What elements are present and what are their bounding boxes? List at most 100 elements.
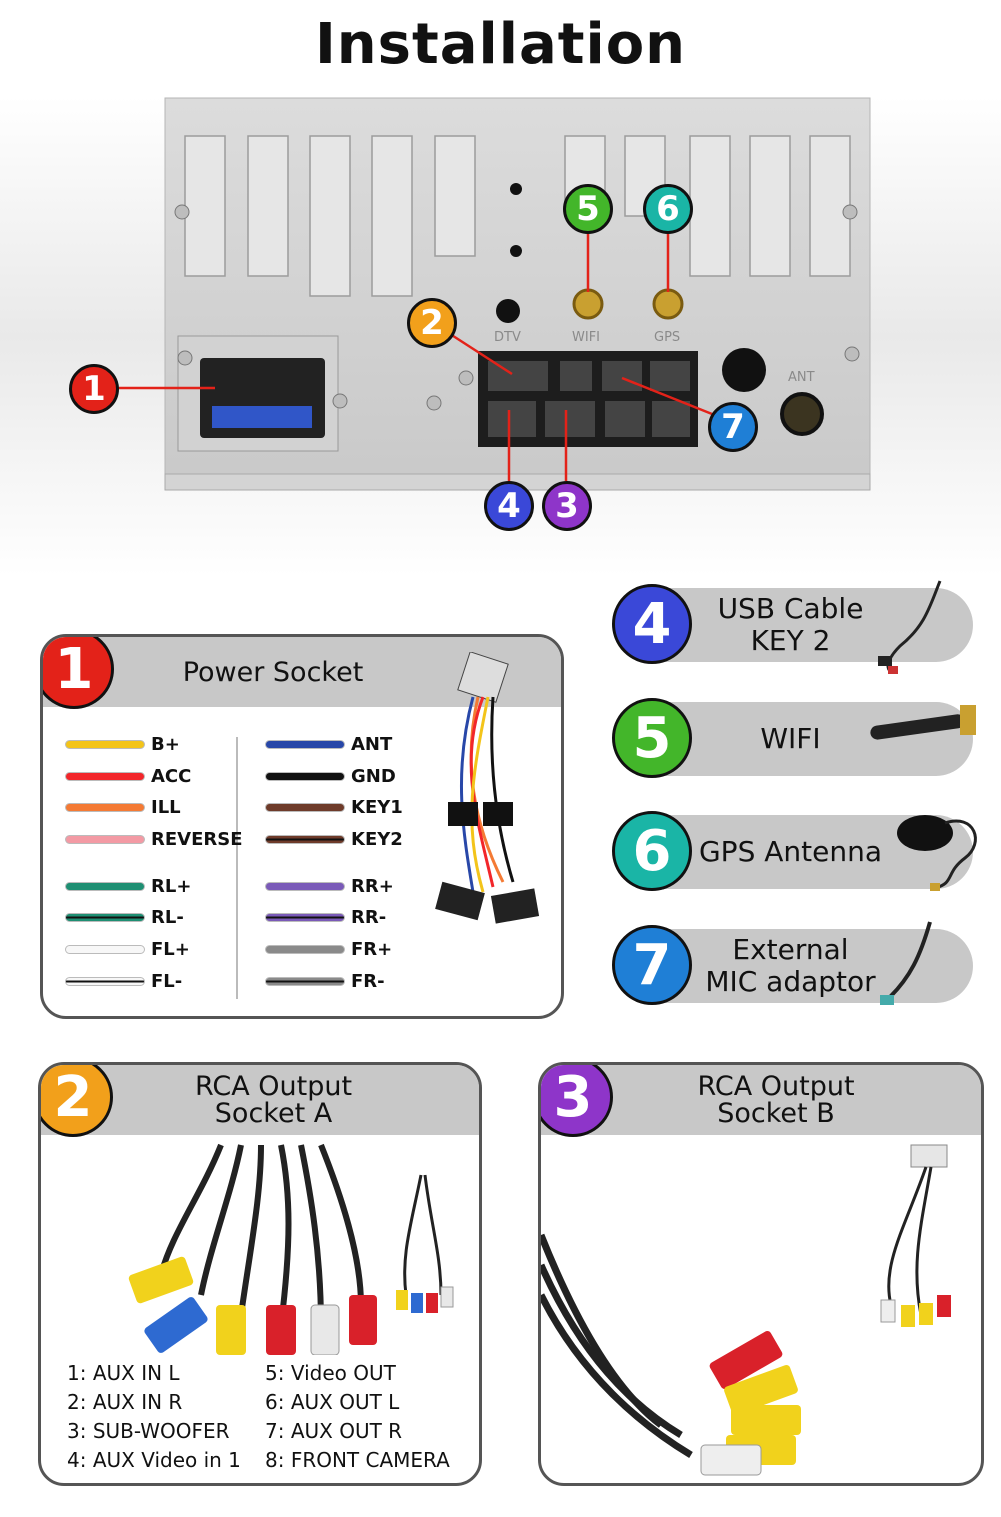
accessory-7-label-line1: External — [732, 933, 849, 966]
accessory-5-number-badge: 5 — [612, 698, 692, 778]
wire-label: KEY2 — [351, 828, 403, 850]
wire-label: B+ — [151, 733, 180, 755]
rca-a-title-line2: Socket A — [214, 1098, 333, 1129]
rca-legend-item: 1: AUX IN L — [67, 1361, 180, 1385]
wire-label: KEY1 — [351, 796, 403, 818]
wire-row: FR+ — [265, 938, 393, 960]
callout-2-badge: 2 — [407, 298, 457, 348]
wire-label: FR+ — [351, 938, 393, 960]
accessory-5-image — [870, 705, 976, 740]
power-socket-title: Power Socket — [182, 657, 364, 688]
accessory-7-image — [880, 921, 932, 1005]
rca-a-title-line1: RCA Output — [194, 1071, 353, 1102]
rca-legend-item: 6: AUX OUT L — [265, 1390, 400, 1414]
page-title: Installation — [314, 12, 687, 77]
wire-color-swatch — [65, 802, 145, 812]
wire-color-swatch — [65, 739, 145, 749]
rca-socket-a-panel: RCA Output Socket A 1: AUX IN L 2: AUX IN… — [38, 1062, 482, 1486]
accessory-6-number-badge: 6 — [612, 811, 692, 891]
rca-b-number-badge: 3 — [541, 1065, 613, 1137]
wire-row: FR- — [265, 970, 385, 992]
accessory-4-label-line1: USB Cable — [717, 592, 864, 625]
wire-label: FR- — [351, 970, 385, 992]
wire-row: GND — [265, 765, 396, 787]
accessory-4-number-badge: 4 — [612, 584, 692, 664]
wire-row: ACC — [65, 765, 192, 787]
wire-row: RR- — [265, 906, 387, 928]
rca-legend-item: 3: SUB-WOOFER — [67, 1419, 230, 1443]
accessory-6-label-line1: GPS Antenna — [698, 835, 882, 868]
rca-b-header — [541, 1065, 981, 1135]
head-unit-back-panel: DTV WIFI GPS ANT 1 2 5 6 7 4 3 — [0, 96, 1001, 576]
wire-label: REVERSE — [151, 828, 243, 850]
wire-color-swatch — [65, 881, 145, 891]
wire-label: RR- — [351, 906, 387, 928]
callout-7-badge: 7 — [708, 402, 758, 452]
wire-row: FL- — [65, 970, 183, 992]
gps-port-label: GPS — [654, 330, 680, 345]
rca-legend-item: 8: FRONT CAMERA — [265, 1448, 450, 1472]
wire-color-swatch — [65, 912, 145, 922]
rca-a-cable-image — [128, 1143, 454, 1355]
wire-color-swatch — [265, 834, 345, 844]
ant-port-label: ANT — [788, 370, 815, 385]
rca-b-title-line2: Socket B — [717, 1098, 835, 1129]
rca-legend-item: 5: Video OUT — [265, 1361, 396, 1385]
accessory-7-number-badge: 7 — [612, 925, 692, 1005]
wire-color-swatch — [65, 771, 145, 781]
callout-5-badge: 5 — [563, 184, 613, 234]
wire-divider — [236, 737, 238, 999]
rca-legend-item: 2: AUX IN R — [67, 1390, 183, 1414]
wire-row: ILL — [65, 796, 181, 818]
rca-socket-b-panel: RCA Output Socket B 3 — [538, 1062, 984, 1486]
power-socket-panel: Power Socket B+ ACC ILL REVERSE RL+ RL- FL+ FL-… — [40, 634, 564, 1019]
wire-color-swatch — [65, 976, 145, 986]
wire-color-swatch — [265, 976, 345, 986]
wire-row: B+ — [65, 733, 180, 755]
rca-a-number-badge: 2 — [41, 1065, 113, 1137]
wire-label: RL- — [151, 906, 184, 928]
dtv-label: DTV — [494, 330, 521, 345]
wire-label: RL+ — [151, 875, 192, 897]
callout-6-badge: 6 — [643, 184, 693, 234]
wire-row: KEY1 — [265, 796, 403, 818]
accessory-6-image — [897, 815, 977, 891]
wire-color-swatch — [265, 881, 345, 891]
wire-row: RL- — [65, 906, 184, 928]
wire-row: KEY2 — [265, 828, 403, 850]
rca-legend-item: 7: AUX OUT R — [265, 1419, 403, 1443]
rca-legend-item: 4: AUX Video in 1 — [67, 1448, 241, 1472]
wire-label: FL- — [151, 970, 183, 992]
wire-label: RR+ — [351, 875, 394, 897]
wire-label: ANT — [351, 733, 393, 755]
power-harness-image — [435, 652, 540, 924]
wire-label: ILL — [151, 796, 181, 818]
rca-b-title-line1: RCA Output — [697, 1071, 855, 1102]
accessory-4-label-line2: KEY 2 — [750, 624, 831, 657]
wire-row: FL+ — [65, 938, 190, 960]
accessory-4-image — [878, 580, 942, 674]
wire-color-swatch — [265, 912, 345, 922]
back-panel-illustration: DTV WIFI GPS ANT — [0, 96, 1001, 576]
wire-color-swatch — [65, 834, 145, 844]
power-socket-number-badge: 1 — [43, 637, 114, 709]
wire-color-swatch — [265, 944, 345, 954]
wire-color-swatch — [265, 802, 345, 812]
wire-row: ANT — [265, 733, 393, 755]
wire-label: ACC — [151, 765, 192, 787]
wire-label: FL+ — [151, 938, 190, 960]
wire-row: RR+ — [265, 875, 394, 897]
wire-color-swatch — [265, 739, 345, 749]
callout-4-badge: 4 — [484, 481, 534, 531]
callout-3-badge: 3 — [542, 481, 592, 531]
accessory-5-pill — [648, 702, 973, 776]
wire-row: REVERSE — [65, 828, 243, 850]
wire-color-swatch — [265, 771, 345, 781]
wire-label: GND — [351, 765, 396, 787]
wifi-port-label: WIFI — [572, 330, 600, 345]
accessory-7-label-line2: MIC adaptor — [705, 965, 876, 998]
accessory-5-label-line1: WIFI — [760, 722, 821, 755]
callout-1-badge: 1 — [69, 364, 119, 414]
wire-color-swatch — [65, 944, 145, 954]
rca-a-header — [41, 1065, 479, 1135]
